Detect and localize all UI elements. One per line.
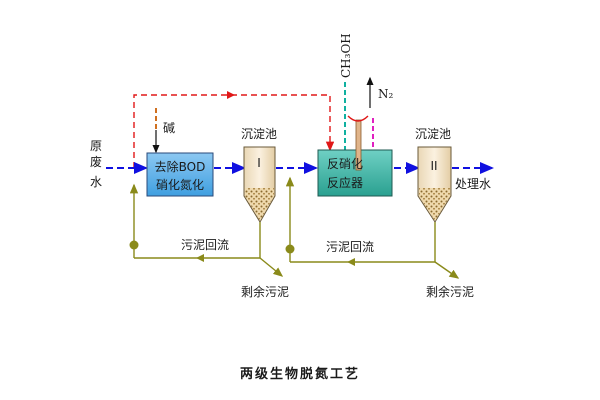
nitrogen-outlet: N₂ <box>366 76 394 150</box>
denitrification-reactor: 反硝化 反应器 <box>317 115 393 197</box>
sludge-return-label-1: 污泥回流 <box>181 238 229 252</box>
settler1-title: 沉淀池 <box>241 127 277 141</box>
excess-sludge-label-1: 剩余污泥 <box>241 284 289 299</box>
return-pump-1 <box>129 240 139 250</box>
mixer-rotation-icon <box>347 115 369 122</box>
raw-water-label-2: 废 <box>90 154 102 169</box>
tank1-label-line1: 去除BOD <box>155 159 206 174</box>
excess-sludge-label-2: 剩余污泥 <box>426 284 474 299</box>
sludge-return-arrow-1 <box>196 254 204 262</box>
mixer-shaft <box>355 119 362 171</box>
settler-1: I <box>243 146 276 223</box>
reactor-label-line1: 反硝化 <box>327 157 363 171</box>
reactor-label-line2: 反应器 <box>327 175 363 190</box>
bypass-arrow-head <box>227 91 235 99</box>
raw-water-label-1: 原 <box>90 139 102 153</box>
figure-caption: 两级生物脱氮工艺 <box>240 366 360 382</box>
methanol-label: CH₃OH <box>339 33 353 78</box>
return-pump-2 <box>285 244 295 254</box>
nitrification-tank: 去除BOD 硝化氮化 <box>146 152 214 197</box>
alkali-label: 碱 <box>163 121 175 135</box>
nitrogen-label: N₂ <box>378 87 394 101</box>
raw-water-label-3: 水 <box>90 175 102 189</box>
sludge-return-label-2: 污泥回流 <box>326 240 374 254</box>
sludge-return-arrow-2 <box>347 258 355 266</box>
treated-water-label: 处理水 <box>455 177 491 191</box>
settler2-title: 沉淀池 <box>415 127 451 141</box>
settler-2: II <box>417 146 452 223</box>
tank1-label-line2: 硝化氮化 <box>156 177 204 192</box>
settler1-roman: I <box>257 156 261 170</box>
bypass-flow-line <box>133 91 335 168</box>
settler2-roman: II <box>430 159 437 173</box>
